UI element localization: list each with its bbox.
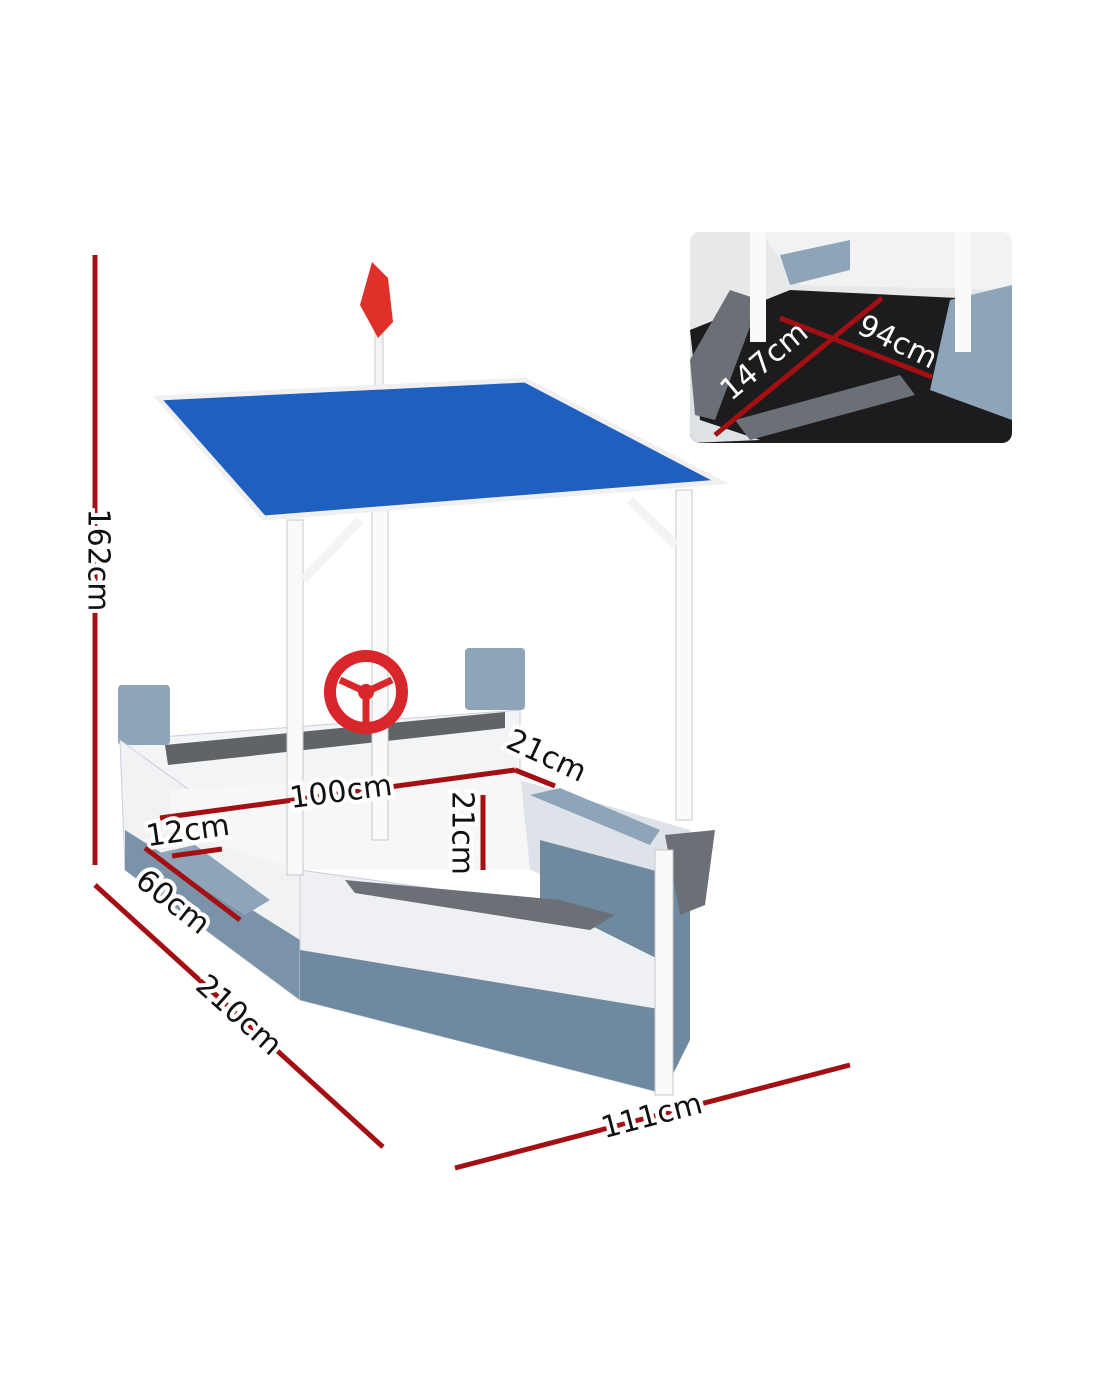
height-label: 162cm bbox=[81, 509, 116, 612]
steering-wheel bbox=[324, 650, 408, 734]
inset-top-view: 147cm 94cm bbox=[690, 232, 1012, 443]
dimension-wall-height: 21cm bbox=[441, 787, 486, 879]
wall-height-label: 21cm bbox=[445, 791, 480, 875]
canopy-roof bbox=[152, 377, 729, 521]
boat-sandpit-illustration bbox=[118, 262, 729, 1096]
width-label: 111cm bbox=[598, 1086, 706, 1146]
flag bbox=[360, 262, 393, 338]
dimension-height: 162cm bbox=[77, 255, 120, 865]
length-label: 210cm bbox=[189, 968, 289, 1063]
